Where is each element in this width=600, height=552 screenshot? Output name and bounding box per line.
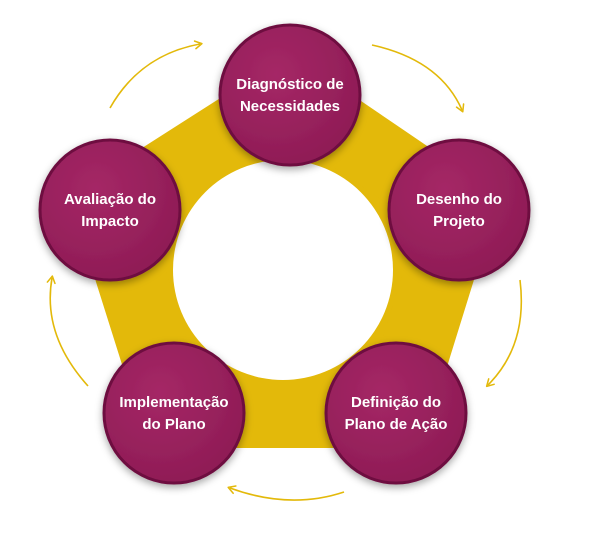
node-label-line: Diagnóstico de bbox=[236, 76, 344, 93]
node-label-line: Necessidades bbox=[240, 98, 340, 115]
node-circle bbox=[324, 341, 468, 485]
node-implementacao: Implementação do Plano bbox=[102, 341, 246, 485]
node-definicao: Definição do Plano de Ação bbox=[324, 341, 468, 485]
node-circle bbox=[218, 23, 362, 167]
node-label-line: Definição do bbox=[351, 394, 441, 411]
node-label-line: Impacto bbox=[81, 213, 139, 230]
node-avaliacao: Avaliação do Impacto bbox=[38, 138, 182, 282]
node-label-line: Plano de Ação bbox=[345, 416, 448, 433]
node-circle bbox=[38, 138, 182, 282]
node-label-line: Implementação bbox=[119, 394, 228, 411]
cycle-arrow-1 bbox=[371, 44, 465, 113]
cycle-arrow-4 bbox=[46, 275, 89, 387]
node-diagnostico: Diagnóstico de Necessidades bbox=[218, 23, 362, 167]
node-label-line: Projeto bbox=[433, 213, 485, 230]
node-label-line: do Plano bbox=[142, 416, 205, 433]
node-circle bbox=[387, 138, 531, 282]
node-desenho: Desenho do Projeto bbox=[387, 138, 531, 282]
node-label-line: Avaliação do bbox=[64, 191, 156, 208]
cycle-arrow-5 bbox=[109, 40, 203, 109]
cycle-arrows bbox=[46, 40, 523, 501]
cycle-arrow-3 bbox=[227, 485, 345, 501]
ring-center-hole bbox=[173, 160, 393, 380]
node-circle bbox=[102, 341, 246, 485]
cycle-arrow-2 bbox=[485, 279, 523, 388]
node-label-line: Desenho do bbox=[416, 191, 502, 208]
